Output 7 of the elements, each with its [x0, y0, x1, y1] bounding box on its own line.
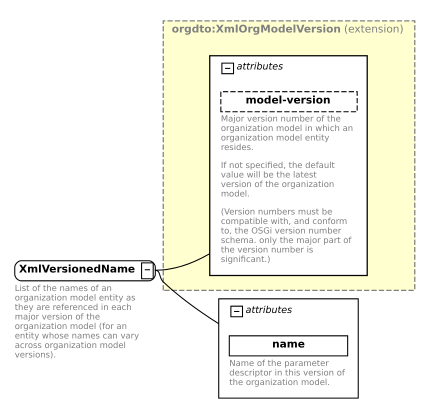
connector — [154, 253, 210, 271]
connector — [154, 270, 218, 324]
node-label: Major version number of the organization model in which an organization model entity resides. — [220, 114, 353, 152]
node-label: (Version numbers must be compatible with, and conform to, the OSGi version number schema. only the major part of the version number is significant.) — [220, 206, 351, 264]
node-label: Name of the parameter descriptor in this version of the organization model. — [228, 358, 344, 387]
node-label: If not specified, the default value will be the latest version of the organization model. — [220, 160, 334, 199]
node-label: List of the names of an organization model entity as they are referenced in each major version of the organization model (for an entity whose names can vary across organization model versions). — [14, 282, 139, 360]
